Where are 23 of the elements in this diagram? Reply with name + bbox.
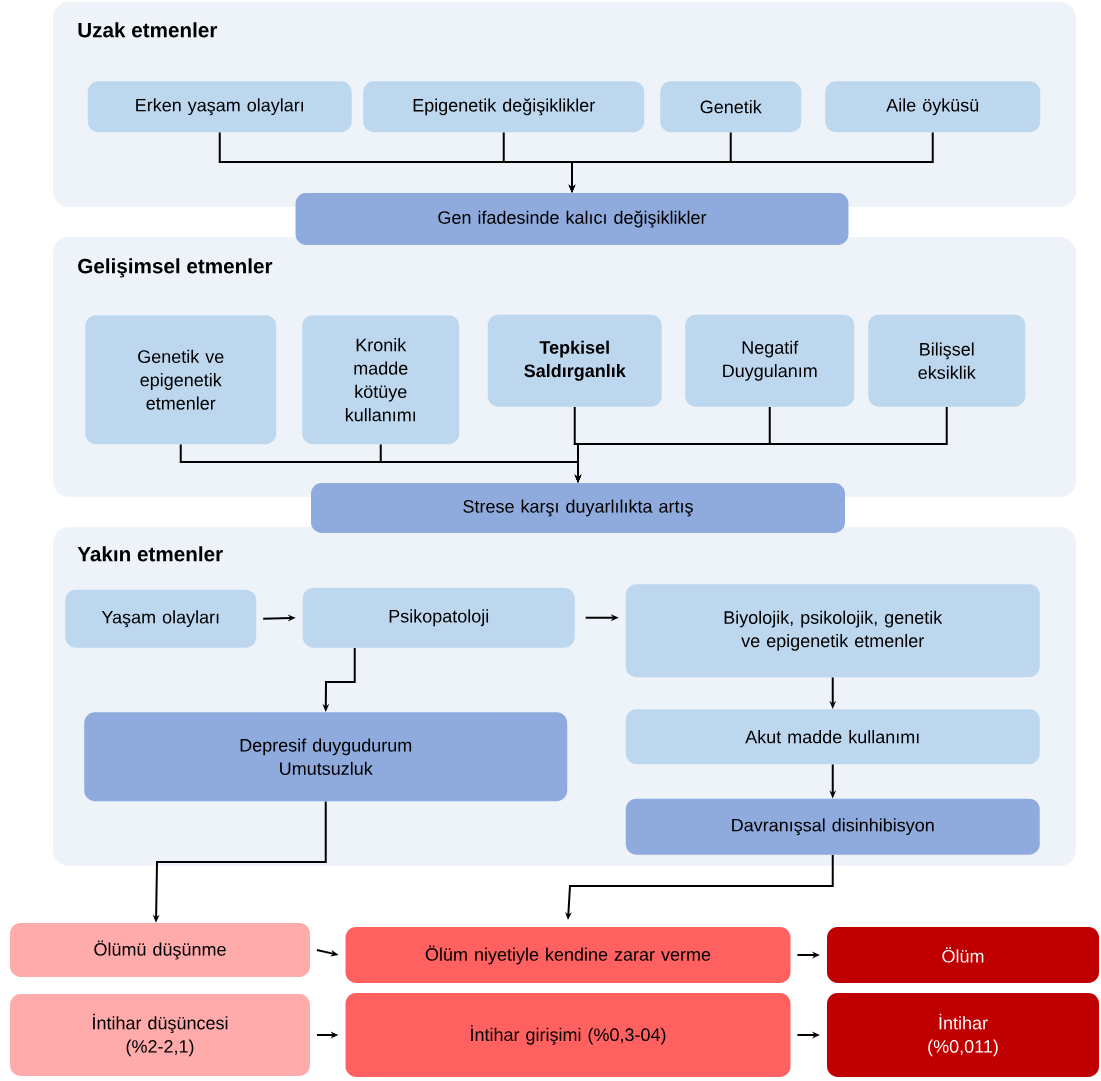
- factor-box: Kronik madde kötüye kullanımı: [302, 315, 460, 445]
- factor-box: Akut madde kullanımı: [625, 709, 1040, 765]
- factor-box: Genetik ve epigenetik etmenler: [85, 315, 277, 445]
- outcome-box: Strese karşı duyarlılıkta artış: [311, 483, 845, 533]
- factor-box: Bilişsel eksiklik: [868, 314, 1026, 407]
- outcome-box: Ölüm: [827, 927, 1099, 983]
- factor-box: Aile öyküsü: [825, 81, 1041, 133]
- factor-box: Yaşam olayları: [65, 589, 257, 648]
- outcome-box: Depresif duygudurum Umutsuzluk: [84, 712, 568, 802]
- factor-box: Epigenetik değişiklikler: [363, 81, 645, 133]
- outcome-box: Ölüm niyetiyle kendine zarar verme: [345, 927, 791, 983]
- factor-box: Negatif Duygulanım: [685, 314, 855, 407]
- outcome-box: Ölümü düşünme: [10, 923, 310, 977]
- outcome-box: İntihar girişimi (%0,3-04): [345, 993, 791, 1077]
- factor-box: Erken yaşam olayları: [87, 81, 352, 133]
- factor-box: Tepkisel Saldırganlık: [487, 314, 662, 407]
- outcome-box: İntihar düşüncesi (%2-2,1): [10, 994, 310, 1076]
- outcome-box: Gen ifadesinde kalıcı değişiklikler: [295, 193, 849, 245]
- factor-box: Genetik: [660, 81, 802, 133]
- factor-box: Psikopatoloji: [302, 587, 575, 648]
- outcome-box: İntihar (%0,011): [827, 993, 1099, 1077]
- outcome-box: Davranışsal disinhibisyon: [625, 798, 1040, 855]
- factor-box: Biyolojik, psikolojik, genetik ve epigenetik etmenler: [625, 584, 1040, 678]
